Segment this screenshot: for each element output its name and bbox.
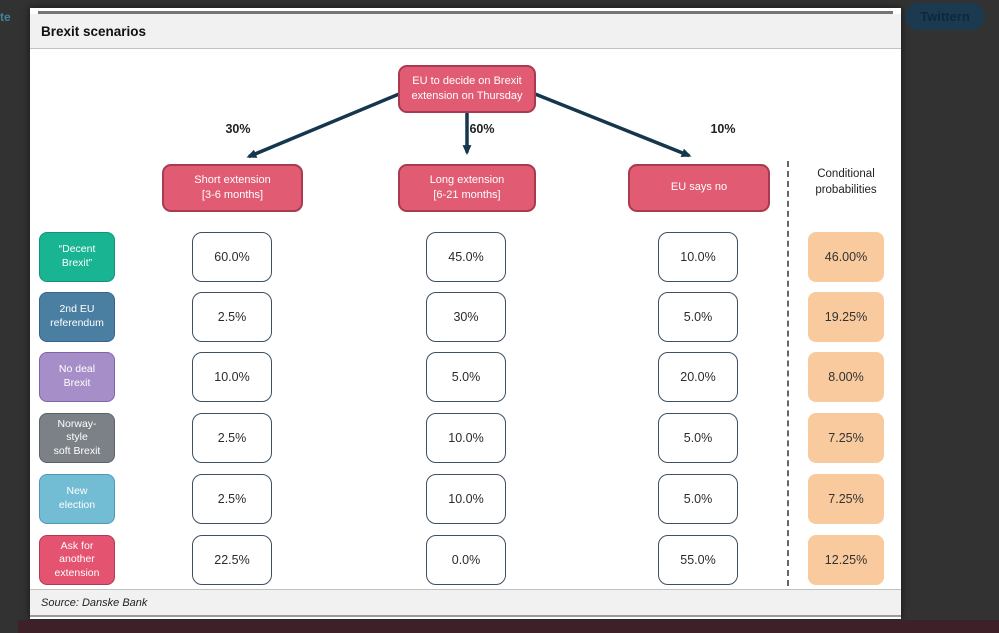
probability-box-short-extension: 22.5% — [192, 535, 272, 585]
branch-node-short-extension: Short extension [3-6 months] — [162, 164, 303, 212]
scenario-box: “Decent Brexit” — [39, 232, 115, 282]
conditional-probability-value: 8.00% — [828, 370, 864, 384]
conditional-probability-value: 7.25% — [828, 492, 864, 506]
probability-value: 10.0% — [680, 250, 716, 264]
branch-probability-long: 60% — [469, 122, 495, 136]
probability-value: 10.0% — [214, 370, 250, 384]
probability-box-short-extension: 2.5% — [192, 292, 272, 342]
tree-connector-arrows — [246, 90, 692, 159]
conditional-probability-box: 7.25% — [808, 474, 884, 524]
root-node: EU to decide on Brexit extension on Thur… — [398, 65, 536, 113]
probability-value: 10.0% — [448, 431, 484, 445]
scenario-row: “Decent Brexit” 60.0% 45.0% 10.0% 46.00% — [30, 232, 901, 282]
conditional-probability-value: 7.25% — [828, 431, 864, 445]
conditional-probability-box: 46.00% — [808, 232, 884, 282]
probability-value: 2.5% — [217, 431, 247, 445]
probability-value: 10.0% — [448, 492, 484, 506]
branch-node-eu-says-no: EU says no — [628, 164, 770, 212]
conditional-probability-box: 19.25% — [808, 292, 884, 342]
scenario-box: Ask for another extension — [39, 535, 115, 585]
panel-header: Brexit scenarios — [30, 14, 901, 49]
bottom-maroon-bar — [18, 620, 999, 633]
page-title: Brexit scenarios — [41, 23, 147, 39]
scenario-row: 2nd EU referendum 2.5% 30% 5.0% 19.25% — [30, 292, 901, 342]
probability-value: 60.0% — [214, 250, 250, 264]
dashed-divider — [787, 161, 789, 586]
scenario-label: New election — [58, 485, 96, 511]
probability-box-long-extension: 45.0% — [426, 232, 506, 282]
probability-box-eu-says-no: 20.0% — [658, 352, 738, 402]
panel-top-rule — [38, 11, 893, 14]
scenario-label: “Decent Brexit” — [58, 243, 96, 269]
probability-box-eu-says-no: 5.0% — [658, 413, 738, 463]
conditional-probability-box: 8.00% — [808, 352, 884, 402]
probability-value: 45.0% — [448, 250, 484, 264]
probability-box-eu-says-no: 5.0% — [658, 292, 738, 342]
branch-node-label: EU says no — [670, 181, 728, 194]
probability-value: 5.0% — [683, 492, 713, 506]
probability-box-eu-says-no: 10.0% — [658, 232, 738, 282]
chart-panel: Brexit scenarios EU to decide on Brexit … — [30, 8, 901, 619]
conditional-probability-value: 19.25% — [824, 310, 868, 324]
conditional-probability-box: 12.25% — [808, 535, 884, 585]
probability-value: 2.5% — [217, 492, 247, 506]
probability-value: 0.0% — [451, 553, 481, 567]
scenario-box: New election — [39, 474, 115, 524]
scenario-row: Ask for another extension 22.5% 0.0% 55.… — [30, 535, 901, 585]
root-node-label: EU to decide on Brexit extension on Thur… — [411, 74, 523, 102]
panel-footer: Source: Danske Bank — [30, 589, 901, 617]
probability-box-short-extension: 2.5% — [192, 474, 272, 524]
source-text: Source: Danske Bank — [41, 596, 148, 609]
probability-value: 30% — [453, 310, 479, 324]
scenario-label: Norway- style soft Brexit — [53, 417, 101, 457]
probability-box-short-extension: 10.0% — [192, 352, 272, 402]
branch-probability-short: 30% — [225, 122, 251, 136]
probability-box-long-extension: 5.0% — [426, 352, 506, 402]
scenario-row: No deal Brexit 10.0% 5.0% 20.0% 8.00% — [30, 352, 901, 402]
probability-value: 5.0% — [683, 431, 713, 445]
probability-value: 55.0% — [680, 553, 716, 567]
conditional-probabilities-header: Conditional probabilities — [815, 168, 877, 196]
probability-box-short-extension: 2.5% — [192, 413, 272, 463]
scenario-box: No deal Brexit — [39, 352, 115, 402]
clipped-nav-text[interactable]: te — [0, 10, 11, 24]
probability-value: 2.5% — [217, 310, 247, 324]
scenario-row: New election 2.5% 10.0% 5.0% 7.25% — [30, 474, 901, 524]
probability-value: 5.0% — [451, 370, 481, 384]
probability-box-long-extension: 30% — [426, 292, 506, 342]
probability-box-long-extension: 10.0% — [426, 474, 506, 524]
scenario-box: Norway- style soft Brexit — [39, 413, 115, 463]
decision-tree-diagram: EU to decide on Brexit extension on Thur… — [30, 49, 901, 589]
branch-node-label: Long extension [6-21 months] — [429, 173, 505, 201]
branch-probability-no: 10% — [710, 122, 736, 136]
probability-box-eu-says-no: 55.0% — [658, 535, 738, 585]
conditional-probability-box: 7.25% — [808, 413, 884, 463]
probability-value: 22.5% — [214, 553, 250, 567]
scenario-label: Ask for another extension — [54, 539, 100, 579]
conditional-probability-value: 46.00% — [824, 250, 868, 264]
scenario-label: No deal Brexit — [58, 363, 96, 389]
tweet-button[interactable]: Twittern — [905, 3, 985, 30]
scenario-box: 2nd EU referendum — [39, 292, 115, 342]
probability-box-long-extension: 10.0% — [426, 413, 506, 463]
probability-box-long-extension: 0.0% — [426, 535, 506, 585]
probability-value: 20.0% — [680, 370, 716, 384]
probability-value: 5.0% — [683, 310, 713, 324]
probability-box-short-extension: 60.0% — [192, 232, 272, 282]
scenario-label: 2nd EU referendum — [50, 303, 104, 329]
scenario-row: Norway- style soft Brexit 2.5% 10.0% 5.0… — [30, 413, 901, 463]
probability-box-eu-says-no: 5.0% — [658, 474, 738, 524]
conditional-probability-value: 12.25% — [824, 553, 868, 567]
branch-node-label: Short extension [3-6 months] — [194, 173, 271, 201]
branch-node-long-extension: Long extension [6-21 months] — [398, 164, 536, 212]
